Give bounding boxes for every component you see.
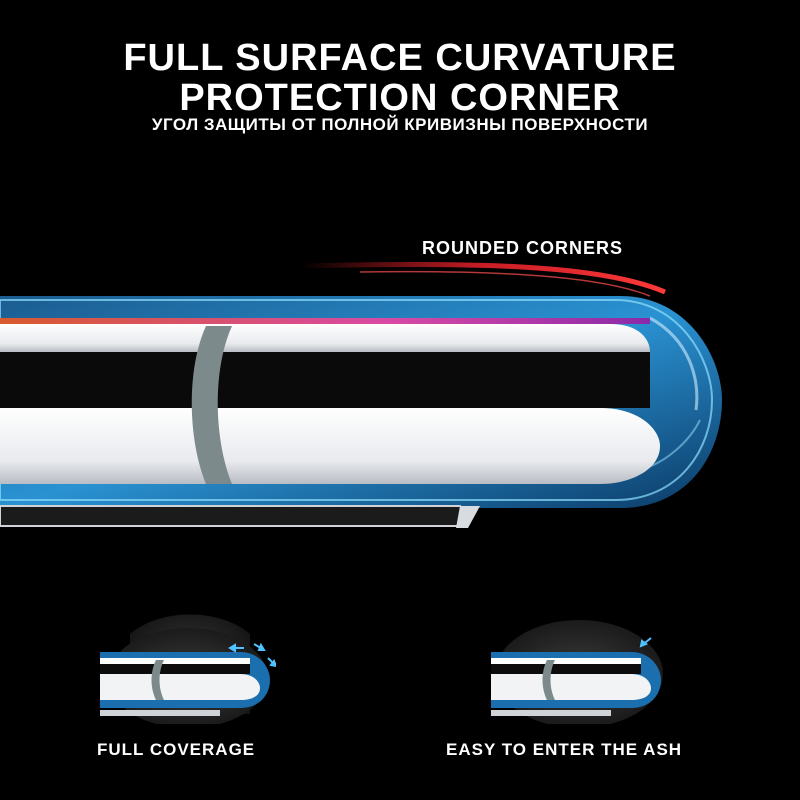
rounded-corners-label: ROUNDED CORNERS xyxy=(422,238,624,258)
lower-panel xyxy=(0,408,660,484)
feature-label-ash-entry: EASY TO ENTER THE ASH xyxy=(446,740,683,759)
frame-band xyxy=(191,326,232,484)
panel-gap xyxy=(0,352,650,408)
base-tray-edge xyxy=(456,506,480,528)
base-tray xyxy=(0,505,474,527)
full-coverage-edge-icon xyxy=(100,614,276,724)
headline-line-2: PROTECTION CORNER xyxy=(179,77,621,119)
headline-subtitle-ru: УГОЛ ЗАЩИТЫ ОТ ПОЛНОЙ КРИВИЗНЫ ПОВЕРХНОС… xyxy=(151,115,649,134)
adhesive-stripe xyxy=(0,318,650,324)
ash-entry-edge-icon xyxy=(491,620,663,724)
headline-line-1: FULL SURFACE CURVATURE xyxy=(123,37,677,79)
upper-panel xyxy=(0,324,650,352)
rounded-corner-arc xyxy=(299,261,666,297)
feature-label-full-coverage: FULL COVERAGE xyxy=(97,740,256,759)
